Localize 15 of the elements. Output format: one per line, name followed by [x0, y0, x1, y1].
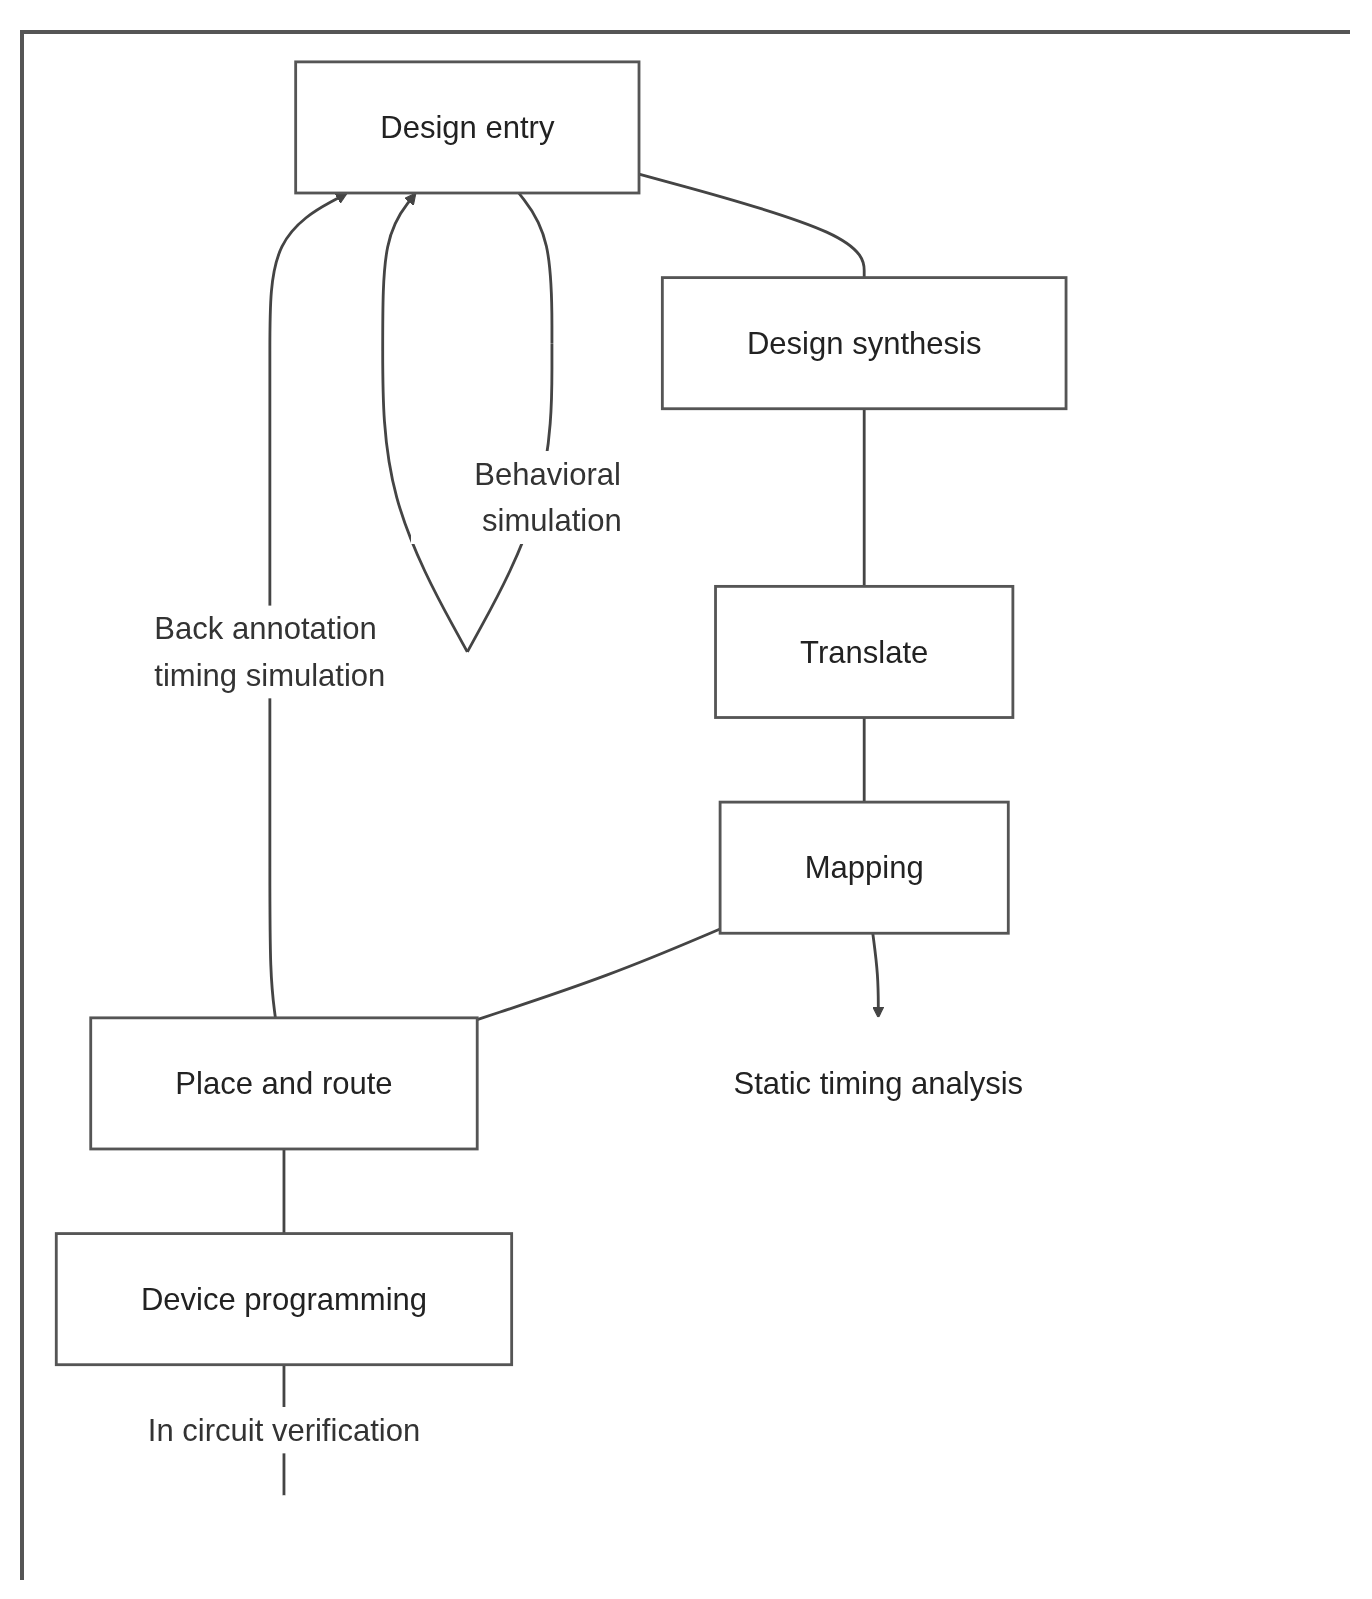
node-box: Mapping — [718, 800, 1010, 935]
node-box: Place and route — [89, 1016, 479, 1151]
node-text: Static timing analysis — [733, 1065, 1024, 1102]
node-box: Design synthesis — [660, 276, 1068, 411]
edge-label: Back annotation timing simulation — [154, 611, 386, 693]
arrow — [871, 933, 885, 1019]
edge-label: In circuit verification — [147, 1412, 421, 1448]
connector — [476, 927, 721, 1021]
connector — [862, 408, 866, 587]
connector — [862, 717, 866, 803]
node-box: Device programming — [54, 1232, 514, 1367]
connector — [282, 1148, 286, 1234]
node-box: Design entry — [294, 60, 641, 195]
node-box: Translate — [714, 585, 1015, 719]
edge-label: Behavioral simulation — [474, 456, 622, 539]
